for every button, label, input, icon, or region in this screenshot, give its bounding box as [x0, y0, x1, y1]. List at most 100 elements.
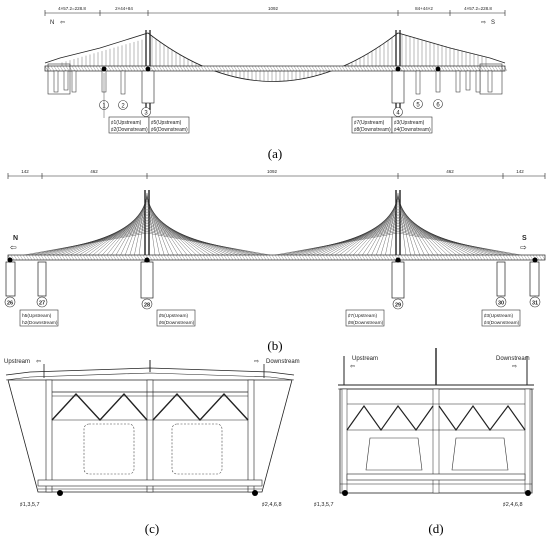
- dim-label: 1092: [267, 169, 278, 174]
- rail-clearance-right: [451, 437, 509, 471]
- pylon-south: [395, 190, 401, 262]
- bottom-chord: [37, 479, 263, 487]
- legend-entry: ♯5(Upstream): [151, 120, 182, 126]
- pier-labels: 26 27 28 29 30 31: [4, 296, 541, 310]
- dimension-ticks: [44, 10, 506, 16]
- downstream-arrow-icon: ⇨: [512, 364, 517, 370]
- pier-label: 28: [144, 303, 150, 309]
- south-label: S: [522, 235, 527, 242]
- pier-label: 2: [121, 104, 125, 110]
- stay-cables: [23, 192, 522, 256]
- legend-entry: ♯1(Upstream): [111, 120, 142, 126]
- legend-entry: ♯6(Downstream): [151, 127, 188, 133]
- sensors-right-label: ♯2,4,6,8: [262, 502, 282, 508]
- dim-label: 462: [446, 169, 454, 174]
- rail-clearance-left: [83, 423, 135, 475]
- sensor-points: [7, 257, 538, 263]
- pier-label: 30: [498, 301, 504, 307]
- upstream-arrow-icon: ⇦: [350, 364, 355, 370]
- legend-entry: ♯8(Downstream): [348, 320, 384, 326]
- north-label: N: [13, 235, 18, 242]
- upstream-label: Upstream: [4, 359, 30, 365]
- downstream-arrow-icon: ⇨: [254, 359, 259, 365]
- pier-label: 27: [39, 301, 45, 307]
- sensor-dot: [57, 490, 63, 496]
- dim-label: 4×57.2=228.8: [464, 6, 492, 11]
- pier-labels: 1 2 3 4 5 6: [99, 99, 443, 117]
- pier-label: 26: [7, 301, 13, 307]
- sensors-left-label: ♯1,3,5,7: [20, 502, 40, 508]
- girder-outline: [7, 379, 293, 493]
- sensor-dot: [395, 66, 401, 72]
- upstream-label: Upstream: [352, 356, 378, 362]
- downstream-label: Downstream: [266, 359, 300, 365]
- sensors-left-label: ♯1,3,5,7: [314, 502, 334, 508]
- pier-label: 3: [144, 111, 148, 117]
- north-arrow-icon: ⇦: [10, 243, 17, 252]
- deck: [44, 65, 506, 72]
- truss-column: [247, 379, 255, 493]
- sensors-right-label: ♯2,4,6,8: [503, 502, 523, 508]
- south-arrow-icon: ⇨: [481, 20, 486, 26]
- main-cable: [44, 32, 506, 82]
- truss-column: [45, 379, 53, 493]
- panel-b-cable-stayed-bridge: 142 462 1092 462 142 N ⇦ S ⇨: [4, 169, 546, 353]
- pier-label: 6: [436, 103, 440, 109]
- sensor-dot: [101, 66, 107, 72]
- legend-entry: ♯7(Upstream): [348, 313, 377, 319]
- pier-label: 4: [396, 111, 400, 117]
- legend-entry: ♯8(Downstream): [354, 127, 391, 133]
- panel-a-suspension-bridge: 4×57.2=228.8 2×44+84 1092 84+44×2 4×57.2…: [44, 6, 508, 161]
- north-arrow-icon: ⇦: [60, 20, 65, 26]
- abutment-north: [47, 63, 71, 95]
- south-label: S: [491, 20, 495, 26]
- bottom-chord: [346, 473, 526, 481]
- hangers: [61, 34, 487, 82]
- dim-label: 84+44×2: [415, 6, 433, 11]
- downstream-label: Downstream: [496, 356, 530, 362]
- legend-entry: ♯6(Downstream): [159, 320, 195, 326]
- legend-entry: ♯2(Downstream): [111, 127, 148, 133]
- sensor-dot: [342, 490, 348, 496]
- truss-diagonals: [346, 404, 526, 432]
- legend-right: ♯7(Upstream) ♯8(Downstream) ♯3(Upstream)…: [351, 116, 433, 134]
- pier-label: 5: [416, 103, 420, 109]
- dim-label: 142: [516, 169, 524, 174]
- sensor-points: [101, 66, 441, 72]
- caption-d: (d): [428, 521, 443, 536]
- rail-clearance-right: [171, 423, 223, 475]
- legend-left: ♯1(Upstream) ♯2(Downstream) ♯5(Upstream)…: [103, 73, 190, 134]
- legend: h5(Upstream) h2(Downstream) ♯5(Upstream)…: [19, 309, 521, 327]
- panel-d-cross-section: Upstream ⇦ Downstream ⇨ ♯1,3,5,7 ♯2,4,6,…: [314, 348, 534, 536]
- dim-label: 462: [90, 169, 98, 174]
- south-arrow-icon: ⇨: [520, 243, 527, 252]
- north-label: N: [50, 20, 54, 26]
- legend-entry: ♯4(Downstream): [394, 127, 431, 133]
- pylon-north: [144, 190, 150, 262]
- sensor-dot: [145, 66, 151, 72]
- dim-label: 142: [21, 169, 29, 174]
- truss-column: [146, 379, 154, 493]
- pier-label: 31: [532, 301, 538, 307]
- sensor-dot: [252, 490, 258, 496]
- panel-c-cross-section: Upstream ⇦ ⇨ Downstream ♯1,3,5,7: [4, 359, 300, 536]
- sensor-dot: [7, 257, 13, 263]
- caption-b: (b): [267, 338, 282, 353]
- piers: [5, 261, 540, 299]
- sensor-dot: [525, 490, 531, 496]
- legend-entry: h2(Downstream): [22, 320, 58, 326]
- legend-entry: ♯3(Upstream): [394, 120, 425, 126]
- dimension-ticks: [7, 173, 546, 179]
- piers: [53, 70, 493, 104]
- legend-entry: ♯4(Downstream): [484, 320, 520, 326]
- legend-entry: ♯7(Upstream): [354, 120, 385, 126]
- legend-entry: h5(Upstream): [22, 313, 52, 319]
- dim-label: 1092: [268, 6, 279, 11]
- pier-label: 1: [102, 104, 106, 110]
- rail-clearance-left: [365, 437, 423, 471]
- sensor-dot: [395, 257, 401, 263]
- sensor-dot: [435, 66, 441, 72]
- caption-a: (a): [268, 146, 282, 161]
- deck-truss: [7, 254, 546, 261]
